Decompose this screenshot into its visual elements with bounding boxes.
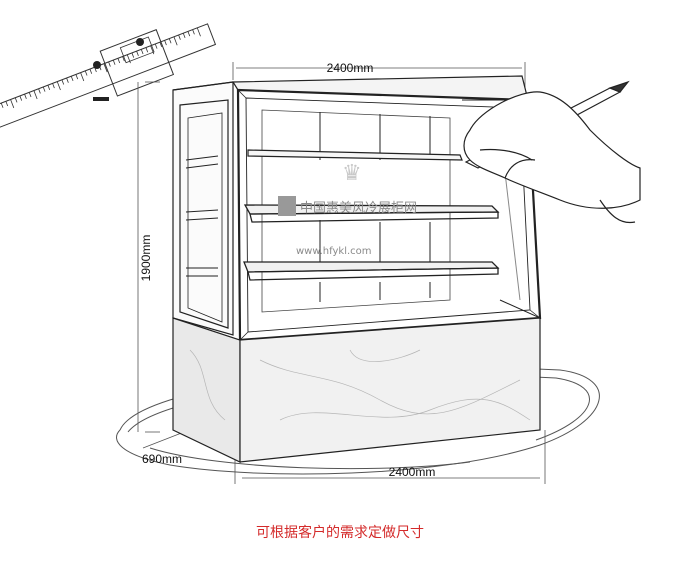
ruler-tick <box>145 47 149 53</box>
shelf-top <box>247 149 463 161</box>
ruler-tick <box>14 97 18 103</box>
ruler-tick <box>192 29 195 35</box>
watermark-brand: 中国惠美风冷展柜网 <box>300 201 417 216</box>
ruler-tick <box>131 52 135 58</box>
ruler-tick <box>108 61 111 67</box>
ruler-tick <box>38 88 41 94</box>
ruler-tick <box>122 56 125 62</box>
ruler-tick <box>164 40 167 46</box>
hand-with-pencil <box>463 80 641 224</box>
ruler-tick <box>24 94 27 99</box>
ruler-tick <box>5 101 9 107</box>
crown-ornament-icon: ♛ <box>342 161 362 186</box>
top-width-label: 2400mm <box>327 61 374 75</box>
ruler-tick <box>173 36 178 46</box>
ruler-tick <box>136 50 139 56</box>
bottom-width-label: 2400mm <box>389 465 436 479</box>
ruler-tick <box>80 72 85 82</box>
ruler-tick <box>0 102 4 108</box>
ruler-tick <box>187 31 191 37</box>
cabinet-base <box>172 317 541 463</box>
ruler-tick <box>196 27 201 37</box>
ruler-tick <box>61 79 65 85</box>
ruler-tick <box>168 38 172 44</box>
ruler-tick <box>47 85 51 90</box>
watermark: 中国惠美风冷展柜网 www.hfykl.com ♛ <box>278 161 417 257</box>
ruler-tick <box>19 95 23 101</box>
ruler-tick <box>84 70 88 76</box>
ruler-tick <box>52 83 55 89</box>
ruler-tick <box>66 77 69 83</box>
ruler-tick <box>182 33 186 39</box>
ruler-tick <box>56 81 61 91</box>
ruler-tick <box>10 99 15 109</box>
ruler-tick <box>154 43 158 49</box>
ruler-tick <box>178 34 181 40</box>
shelf-middle <box>243 204 500 223</box>
ruler-tick <box>140 49 144 55</box>
ruler-tick <box>112 59 116 65</box>
ruler-tick <box>126 54 131 64</box>
ruler-tick <box>28 92 32 98</box>
ruler-tick <box>159 42 163 47</box>
watermark-logo-icon <box>278 196 296 216</box>
shelf-bottom <box>243 261 500 281</box>
ruler-tick <box>117 58 121 64</box>
cabinet-left-side <box>172 81 234 336</box>
ruler-tick <box>150 45 155 55</box>
ruler-tick <box>89 68 93 74</box>
ruler-tick <box>42 86 46 92</box>
ruler-tick <box>75 74 79 80</box>
ruler-tick <box>103 63 108 73</box>
height-label: 1900mm <box>139 235 153 282</box>
ruler <box>0 23 217 132</box>
depth-label: 690mm <box>142 452 182 466</box>
ruler-tick <box>70 76 74 82</box>
ruler-tick <box>33 90 38 100</box>
watermark-url: www.hfykl.com <box>296 246 372 257</box>
custom-size-caption: 可根据客户的需求定做尺寸 <box>256 525 424 541</box>
